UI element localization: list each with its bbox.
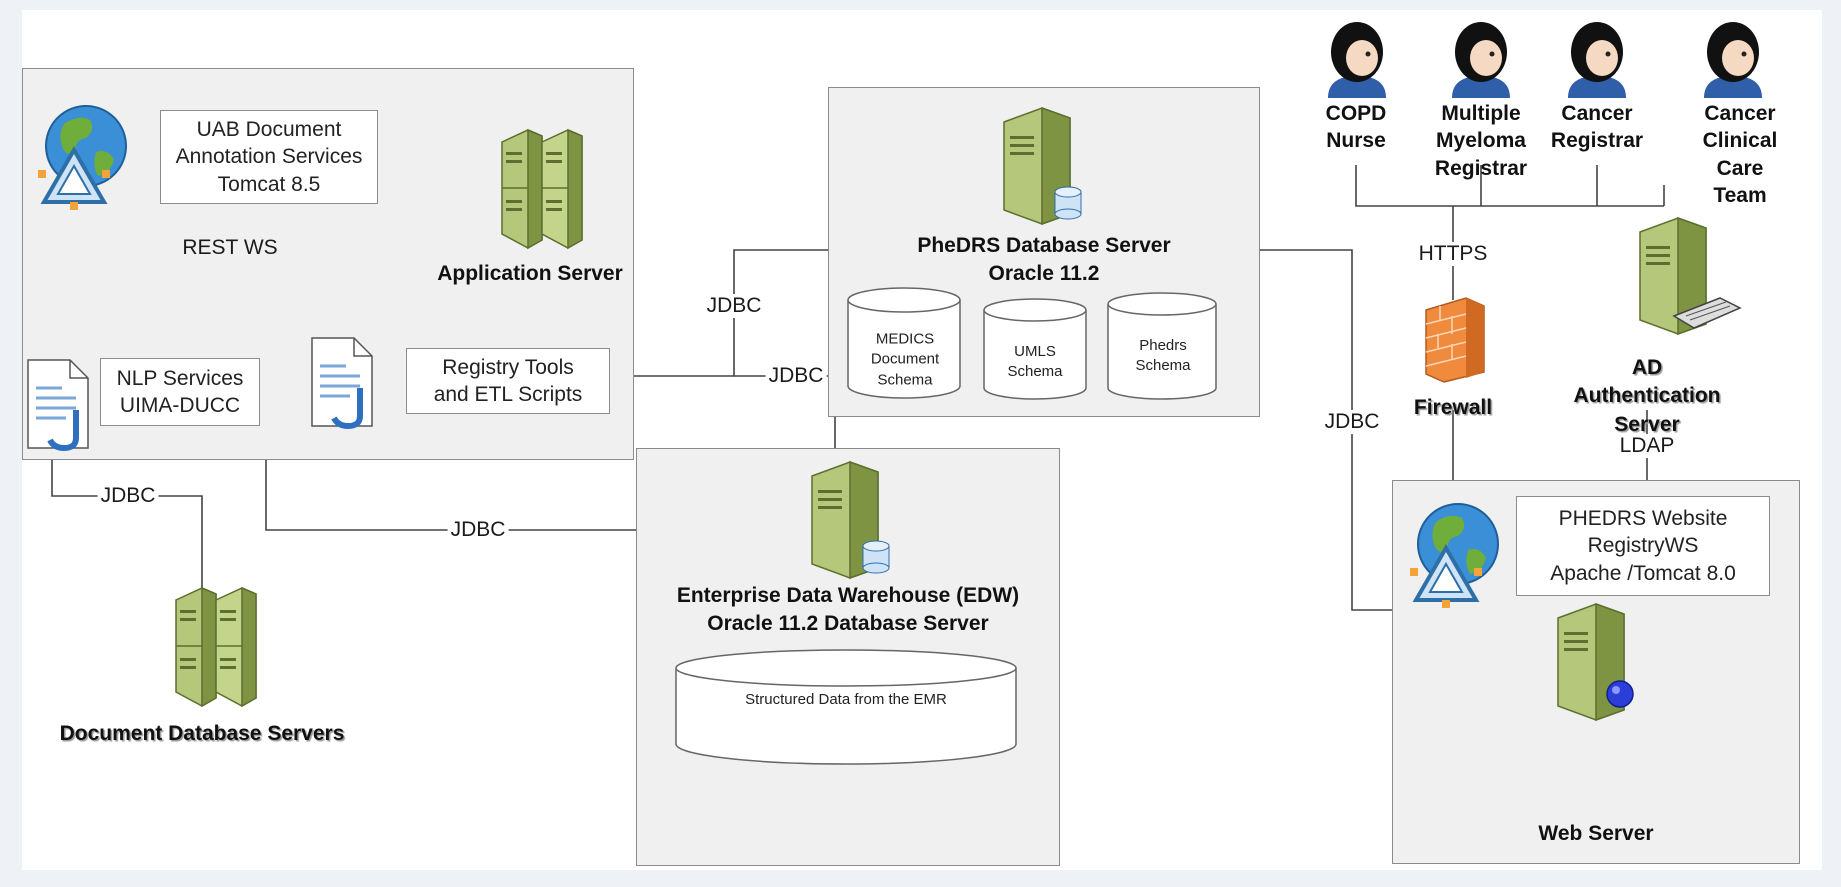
schema-cylinder-medics — [847, 287, 961, 399]
phedrs-db-title: PheDRS Database Server Oracle 11.2 — [917, 234, 1171, 286]
user-bus — [1355, 165, 1665, 207]
user-label-myeloma-registrar: Multiple Myeloma Registrar — [1434, 102, 1528, 180]
application-server-title: Application Server — [437, 262, 623, 285]
jdbc-label-doc-db: JDBC — [97, 484, 159, 508]
phedrs-db-server-icon — [1003, 106, 1082, 226]
document-db-title: Document Database Servers — [59, 722, 345, 745]
edw-data-cylinder — [675, 649, 1017, 765]
ldap-label: LDAP — [1616, 434, 1678, 458]
user-label-cancer-registrar: Cancer Registrar — [1550, 102, 1644, 153]
nlp-document-icon — [27, 359, 89, 452]
schema-label-phedrs: Phedrs Schema — [1135, 336, 1191, 374]
phedrs-website-box: PHEDRS Website RegistryWS Apache /Tomcat… — [1516, 496, 1770, 596]
firewall-title: Firewall — [1413, 396, 1493, 419]
ad-server-title: AD Authentication Server — [1573, 356, 1721, 436]
jdbc-doc-db-connector — [51, 448, 203, 590]
edw-data-label: Structured Data from the EMR — [745, 690, 947, 708]
registry-tools-box: Registry Tools and ETL Scripts — [406, 348, 610, 414]
jdbc-label-nlp-edw: JDBC — [447, 518, 509, 542]
nlp-services-box: NLP Services UIMA-DUCC — [100, 358, 260, 426]
user-label-copd-nurse: COPD Nurse — [1325, 102, 1387, 153]
architecture-diagram: UAB Document Annotation Services Tomcat … — [22, 10, 1822, 870]
web-server-icon — [1557, 602, 1634, 722]
ad-authentication-server-icon — [1639, 216, 1742, 336]
firewall-icon — [1425, 297, 1485, 383]
uab-annotation-services-box: UAB Document Annotation Services Tomcat … — [160, 110, 378, 204]
schema-cylinder-umls — [983, 298, 1087, 400]
application-server-icon — [501, 128, 583, 250]
web-service-globe-icon — [38, 105, 127, 210]
schema-cylinder-phedrs — [1107, 292, 1217, 400]
jdbc-label-phedrs: JDBC — [703, 294, 765, 318]
user-icon-cancer-registrar — [1568, 22, 1626, 98]
jdbc-label-edw: JDBC — [765, 364, 827, 388]
web-server-globe-icon — [1410, 503, 1499, 608]
user-icon-clinical-care-team — [1704, 22, 1762, 98]
user-icon-myeloma-registrar — [1452, 22, 1510, 98]
web-server-title: Web Server — [1538, 822, 1654, 845]
rest-ws-label: REST WS — [179, 236, 281, 260]
document-database-server-icon — [175, 586, 257, 708]
schema-label-umls: UMLS Schema — [1007, 342, 1063, 380]
edw-server-icon — [811, 460, 890, 580]
schema-label-medics: MEDICS Document Schema — [870, 330, 940, 389]
edw-title: Enterprise Data Warehouse (EDW) Oracle 1… — [676, 584, 1020, 636]
jdbc-label-web: JDBC — [1321, 410, 1383, 434]
https-label: HTTPS — [1415, 242, 1491, 266]
user-icon-copd-nurse — [1328, 22, 1386, 98]
user-label-clinical-care-team: Cancer Clinical Care Team — [1702, 102, 1778, 207]
java-document-icon — [311, 337, 373, 430]
